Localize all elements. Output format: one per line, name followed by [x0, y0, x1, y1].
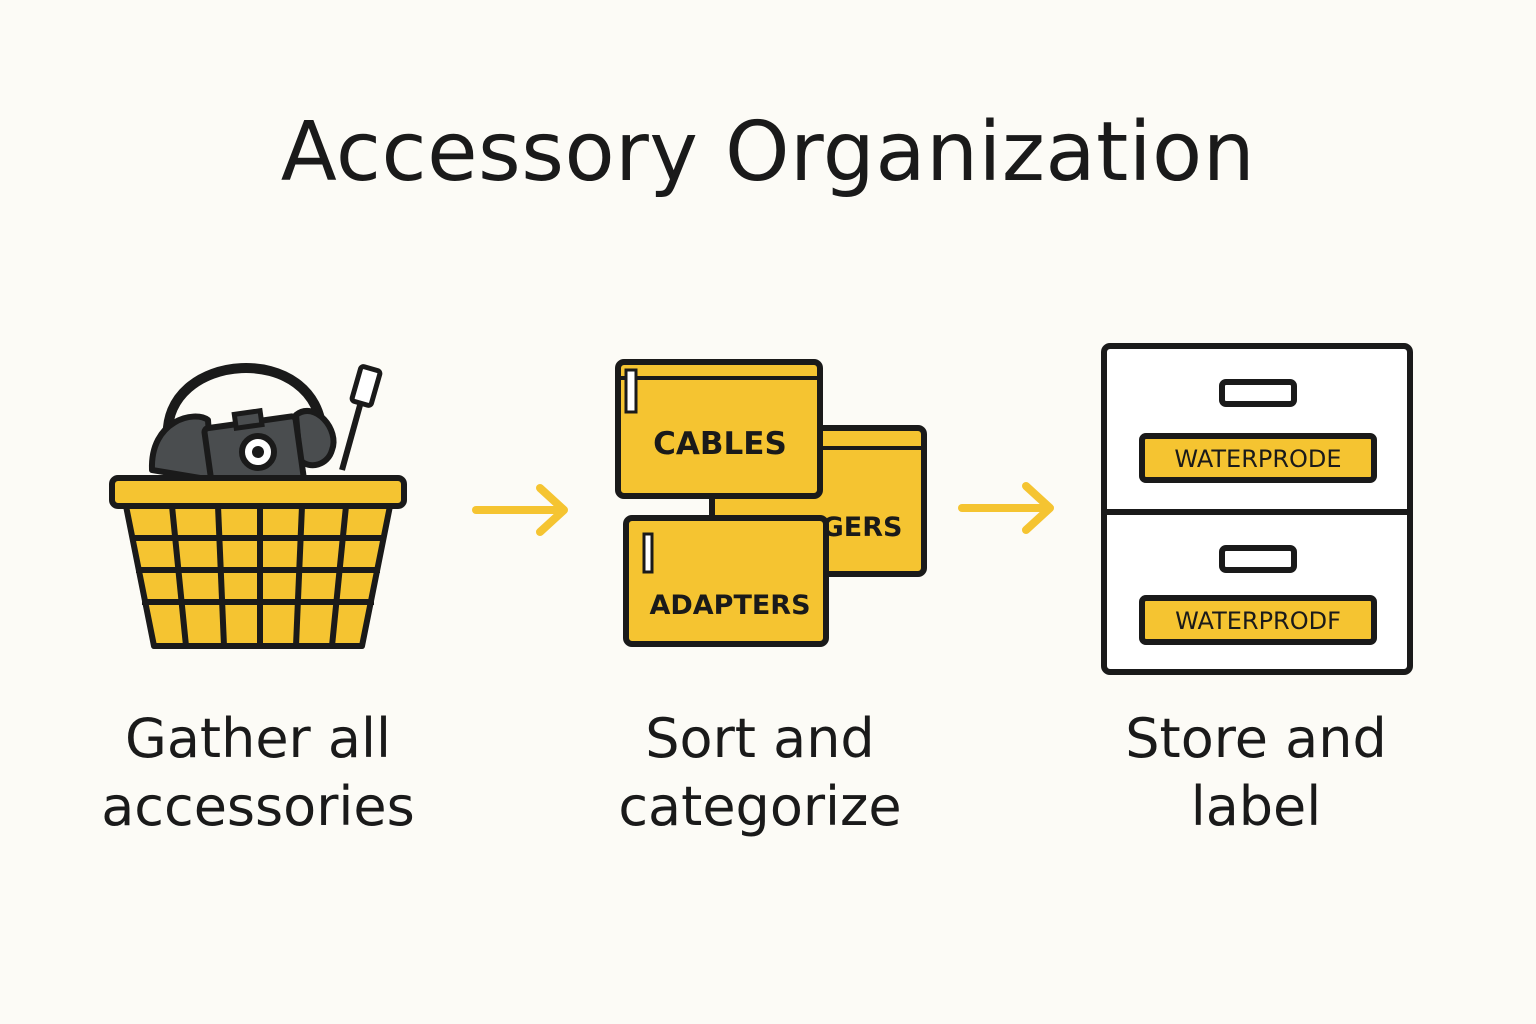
drawer-label-bottom: WATERPRODF — [1175, 607, 1341, 635]
cabinet-icon: WATERPRODE WATERPRODF — [1101, 343, 1413, 675]
folders-icon: CHARGERS ADAPTERS CABLES — [615, 359, 927, 647]
arrow-right-icon — [472, 484, 568, 536]
step-label-line: categorize — [618, 775, 902, 838]
step-label-line: label — [1190, 775, 1322, 838]
folder-adapters: ADAPTERS — [623, 515, 829, 647]
step-label-line: Gather all — [124, 707, 392, 770]
step-label-store: Store and label — [1046, 705, 1466, 841]
step-label-line: accessories — [101, 775, 415, 838]
drawer-handle — [1219, 545, 1297, 573]
arrow-right-icon — [958, 482, 1054, 534]
folder-cables: CABLES — [615, 359, 823, 499]
step-label-sort: Sort and categorize — [550, 705, 970, 841]
drawer-handle — [1219, 379, 1297, 407]
folder-label-cables: CABLES — [653, 426, 787, 462]
step-label-line: Sort and — [645, 707, 875, 770]
drawer-label-top: WATERPRODE — [1174, 445, 1341, 473]
step-label-gather: Gather all accessories — [48, 705, 468, 841]
step-label-line: Store and — [1125, 707, 1387, 770]
page-title: Accessory Organization — [280, 105, 1256, 200]
drawer-top: WATERPRODE — [1139, 379, 1377, 483]
drawer-bottom: WATERPRODF — [1139, 545, 1377, 645]
folder-label-adapters: ADAPTERS — [649, 590, 810, 621]
basket-icon — [109, 363, 407, 649]
